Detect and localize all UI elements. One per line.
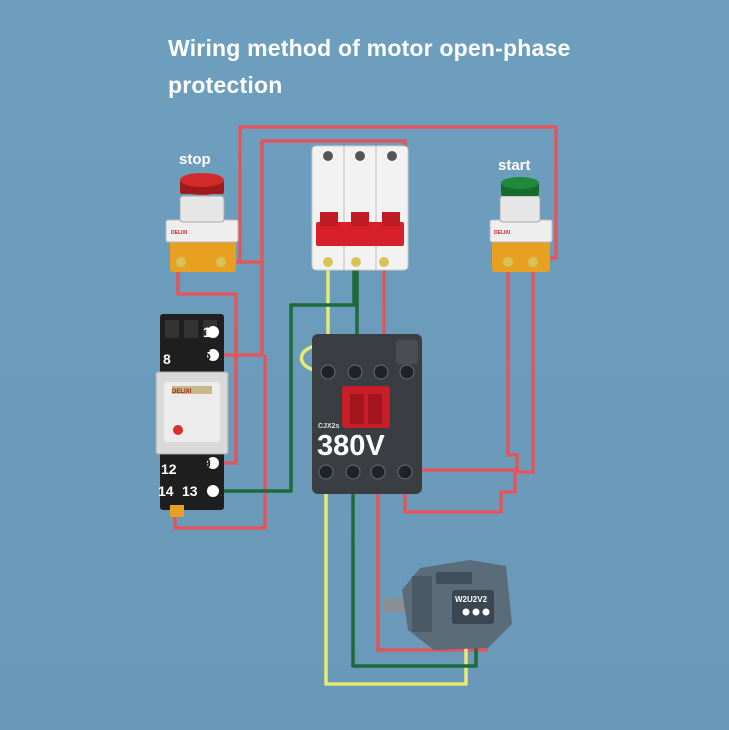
motor-terminal-box — [452, 590, 494, 624]
breaker-body — [311, 145, 409, 271]
relay-terminal-1 — [207, 326, 219, 338]
stop-terminal-right — [216, 257, 226, 267]
wire-breaker-mid — [213, 262, 356, 493]
contactor-terminal-bottom-1 — [318, 464, 334, 480]
stop-button[interactable]: DELIXI — [165, 173, 239, 272]
contactor-terminal-bottom-4 — [397, 464, 413, 480]
relay-label-5: 5 — [203, 347, 211, 363]
breaker-terminal-1 — [323, 257, 333, 267]
stop-button-collar — [179, 195, 225, 223]
circuit-breaker[interactable] — [311, 145, 409, 271]
relay-terminal-9 — [207, 457, 219, 469]
start-brand-text: DELIXI — [494, 230, 511, 236]
breaker-terminal-3 — [379, 257, 389, 267]
stop-button-cap-top — [180, 173, 224, 187]
relay-label-8: 8 — [163, 351, 171, 367]
breaker-handle-1 — [320, 212, 338, 226]
breaker-screw-top-1 — [323, 151, 333, 161]
breaker-terminal-2 — [351, 257, 361, 267]
relay-label-12: 12 — [161, 461, 177, 477]
motor-terminal-u — [462, 608, 470, 616]
stop-terminal-left — [176, 257, 186, 267]
wire-stop-to-relay — [176, 270, 238, 465]
contactor-terminal-bottom-3 — [370, 464, 386, 480]
start-terminal-right — [528, 257, 538, 267]
wire-motor-yellow — [324, 472, 468, 686]
motor-terminal-w — [482, 608, 490, 616]
motor-terminal-v — [472, 608, 480, 616]
contactor-armature-slot-2 — [368, 394, 382, 424]
contactor[interactable]: CJX2s 380V — [312, 334, 422, 494]
start-button-collar — [499, 195, 541, 223]
relay-terminal-13 — [207, 485, 219, 497]
stop-label: stop — [179, 151, 211, 168]
diagram-title: Wiring method of motor open-phase protec… — [168, 35, 571, 98]
contactor-armature — [342, 386, 390, 428]
contactor-voltage-label: 380V — [317, 430, 385, 462]
contactor-armature-slot-1 — [350, 394, 364, 424]
start-terminal-left — [503, 257, 513, 267]
breaker-handle[interactable] — [316, 222, 404, 246]
start-button[interactable]: DELIXI — [489, 177, 553, 272]
motor-shaft — [384, 598, 408, 612]
relay-slot-2 — [184, 320, 198, 338]
start-button-cap — [501, 177, 539, 189]
motor-terminal-labels: W2U2V2 — [455, 595, 488, 604]
contactor-terminal-top-2 — [347, 364, 363, 380]
wire-relay5 — [213, 262, 264, 357]
relay-label-14: 14 — [158, 483, 174, 499]
relay-indicator — [173, 425, 183, 435]
motor-flange — [412, 576, 432, 632]
breaker-handle-2 — [351, 212, 369, 226]
motor[interactable]: W2U2V2 — [384, 560, 512, 650]
phase-relay[interactable]: DELIXI 8 1 5 12 9 14 13 — [155, 314, 229, 517]
wire-start-b — [403, 270, 535, 514]
relay-label-13: 13 — [182, 483, 198, 499]
start-label: start — [498, 157, 531, 174]
contactor-terminal-top-1 — [320, 364, 336, 380]
motor-nameplate — [436, 572, 472, 584]
relay-slot-1 — [165, 320, 179, 338]
breaker-handle-3 — [382, 212, 400, 226]
contactor-aux-block — [396, 340, 418, 364]
wire-top-outer — [238, 125, 558, 262]
contactor-terminal-top-4 — [399, 364, 415, 380]
relay-label-9: 9 — [203, 455, 211, 471]
breaker-screw-top-2 — [355, 151, 365, 161]
contactor-terminal-bottom-2 — [345, 464, 361, 480]
contactor-terminal-top-3 — [373, 364, 389, 380]
relay-clip — [170, 505, 184, 517]
relay-label-1: 1 — [203, 324, 211, 340]
stop-brand-text: DELIXI — [171, 230, 188, 236]
relay-terminal-5 — [207, 349, 219, 361]
relay-label-strip — [172, 386, 212, 394]
contactor-model-text: CJX2s — [318, 423, 340, 430]
relay-brand-text: DELIXI — [172, 389, 192, 395]
breaker-screw-top-3 — [387, 151, 397, 161]
